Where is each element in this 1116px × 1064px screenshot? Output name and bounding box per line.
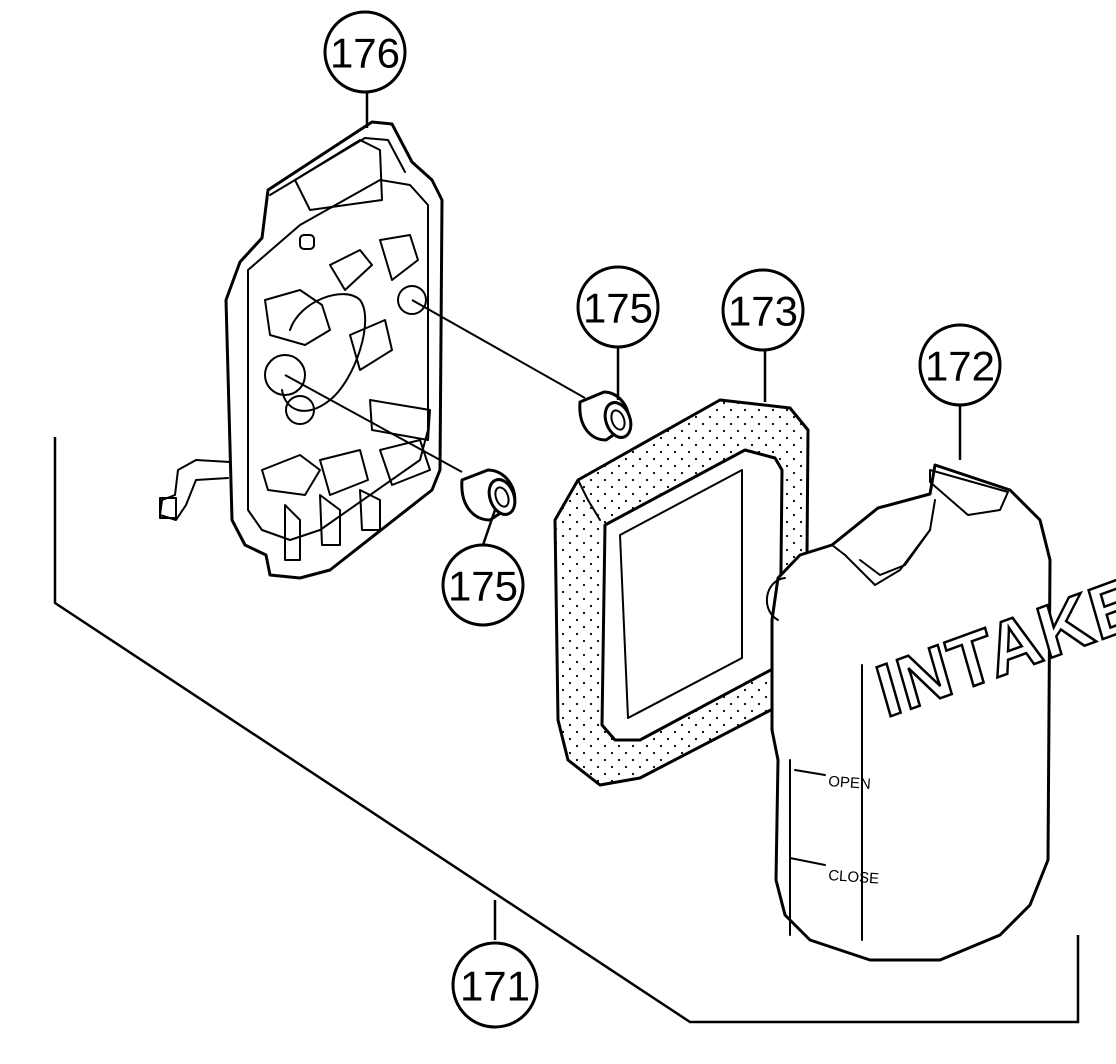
callout-173-label: 173 [728,288,798,335]
callout-175-top-label: 175 [583,285,653,332]
spacer-top-part [578,390,633,442]
callout-175-bottom-label: 175 [448,563,518,610]
callout-172: 172 [918,323,1002,407]
callout-176: 176 [323,10,407,94]
callout-173: 173 [721,268,805,352]
base-plate-part [159,120,444,580]
close-marking: CLOSE [828,867,880,888]
callout-171-label: 171 [460,963,530,1010]
intake-cover-part: INTAKE OPEN CLOSE [765,463,1116,962]
callout-171: 171 [451,941,539,1029]
callout-176-label: 176 [330,30,400,77]
assembly-bracket [53,437,1080,1024]
callout-175-bottom: 175 [441,543,525,627]
callout-175-top: 175 [576,265,660,349]
assembly-guide-lines [284,299,586,473]
callout-172-label: 172 [925,343,995,390]
spacer-bottom-part [460,468,517,522]
leader-lines [365,90,962,940]
foam-filter-part [553,398,810,787]
open-marking: OPEN [828,773,872,793]
